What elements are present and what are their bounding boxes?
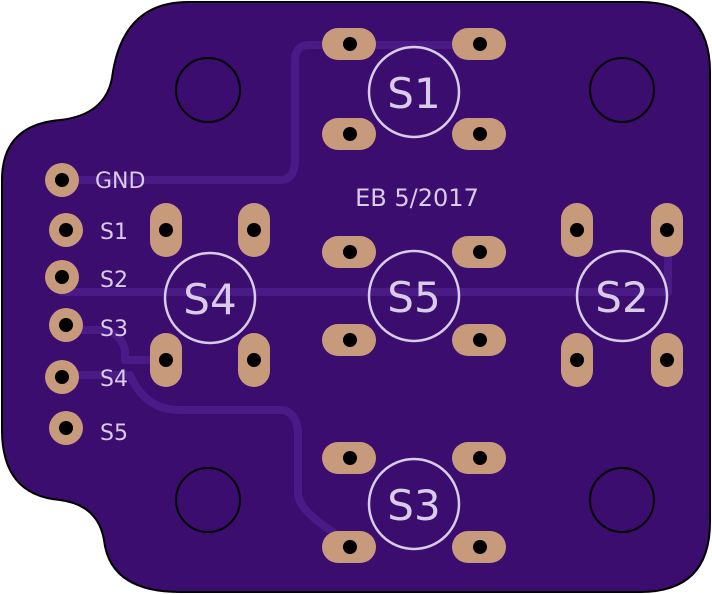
pad-hole xyxy=(343,451,357,465)
pad-hole xyxy=(660,353,674,367)
switch-outline xyxy=(367,457,461,551)
pad-hole xyxy=(343,245,357,259)
pad-hole xyxy=(473,245,487,259)
pad-hole xyxy=(473,451,487,465)
pad-hole xyxy=(247,353,261,367)
pin-hole xyxy=(55,270,69,284)
switch-label: S4 xyxy=(183,275,236,324)
switch-outline xyxy=(367,45,461,139)
mounting-hole-bottom-left xyxy=(175,467,241,533)
header-pins xyxy=(45,163,83,445)
pin-hole xyxy=(55,173,69,187)
switch-s3: S3 xyxy=(322,442,506,563)
switch-s1: S1 xyxy=(322,28,506,150)
pad-hole xyxy=(159,353,173,367)
pin-hole xyxy=(55,370,69,384)
switch-label: S1 xyxy=(387,69,440,118)
switch-label: S2 xyxy=(595,273,648,322)
pad-hole xyxy=(473,127,487,141)
switch-s5: S5 xyxy=(322,236,506,356)
pad-hole xyxy=(473,37,487,51)
pad-hole xyxy=(247,223,261,237)
pin-hole xyxy=(59,318,73,332)
mounting-hole-top-left xyxy=(175,57,241,123)
trace-s3 xyxy=(58,371,354,549)
pin-hole xyxy=(59,223,73,237)
pad-hole xyxy=(343,540,357,554)
switch-outline xyxy=(575,249,669,343)
header-label-s1: S1 xyxy=(100,220,128,245)
pad-hole xyxy=(159,223,173,237)
pin-hole xyxy=(59,421,73,435)
trace-s4 xyxy=(58,326,172,364)
switch-s2: S2 xyxy=(561,203,683,387)
mounting-hole-top-right xyxy=(589,57,655,123)
pad-hole xyxy=(343,333,357,347)
mounting-holes xyxy=(175,57,655,533)
header-label-s4: S4 xyxy=(100,367,128,392)
header-label-s3: S3 xyxy=(100,317,128,342)
switch-outline xyxy=(163,251,257,345)
switch-label: S3 xyxy=(387,481,440,530)
switch-label: S5 xyxy=(387,273,440,322)
pad-hole xyxy=(473,333,487,347)
pad-hole xyxy=(570,223,584,237)
pad-hole xyxy=(660,223,674,237)
switch-outline xyxy=(367,249,461,343)
switch-s4: S4 xyxy=(150,203,270,387)
header-label-gnd: GND xyxy=(95,169,145,194)
pad-hole xyxy=(473,540,487,554)
header-labels: GND S1 S2 S3 S4 S5 xyxy=(95,169,145,446)
pad-hole xyxy=(343,37,357,51)
header-label-s5: S5 xyxy=(100,421,128,446)
board-label: EB 5/2017 xyxy=(355,184,479,212)
pad-hole xyxy=(343,127,357,141)
mounting-hole-bottom-right xyxy=(589,467,655,533)
trace-gnd xyxy=(58,41,486,184)
pad-hole xyxy=(570,353,584,367)
header-label-s2: S2 xyxy=(100,268,128,293)
